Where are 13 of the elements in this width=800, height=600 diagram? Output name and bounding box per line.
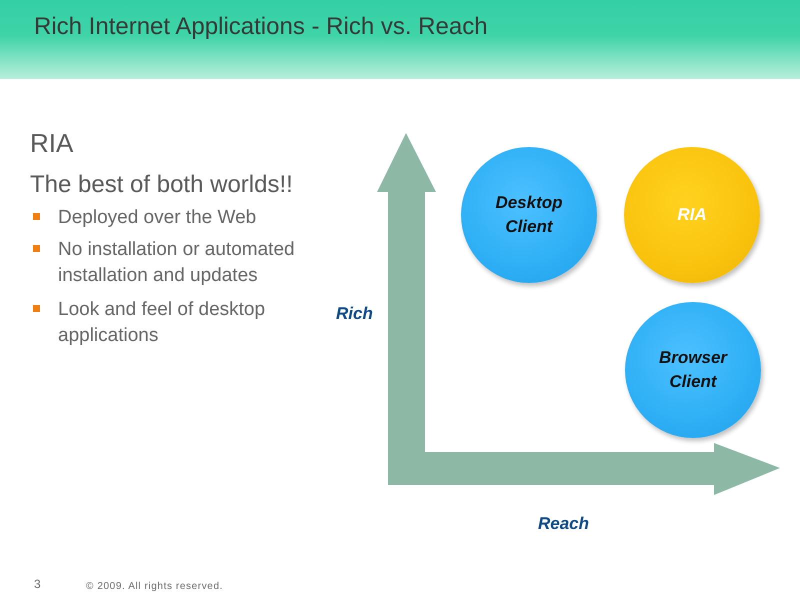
axis-label: Reach [538,513,590,535]
node-label: Browser Client [658,347,729,393]
copyright-text: © 2009. All rights reserved. [86,580,224,594]
bullet-text: Deployed over the Web [58,206,258,230]
node-label: Desktop Client [494,192,564,238]
bullet-text: Look and feel of desktop applications [58,298,266,348]
heading-text: RIA [30,127,74,160]
bullet-text: No installation or automated installation and updates [58,238,296,288]
page-number: 3 [34,576,41,593]
axis-label: Rich [336,303,373,325]
slide-title: Rich Internet Applications - Rich vs. Reach [34,12,488,42]
subheading-text: The best of both worlds!! [30,170,293,200]
node-label: RIA [676,204,708,226]
